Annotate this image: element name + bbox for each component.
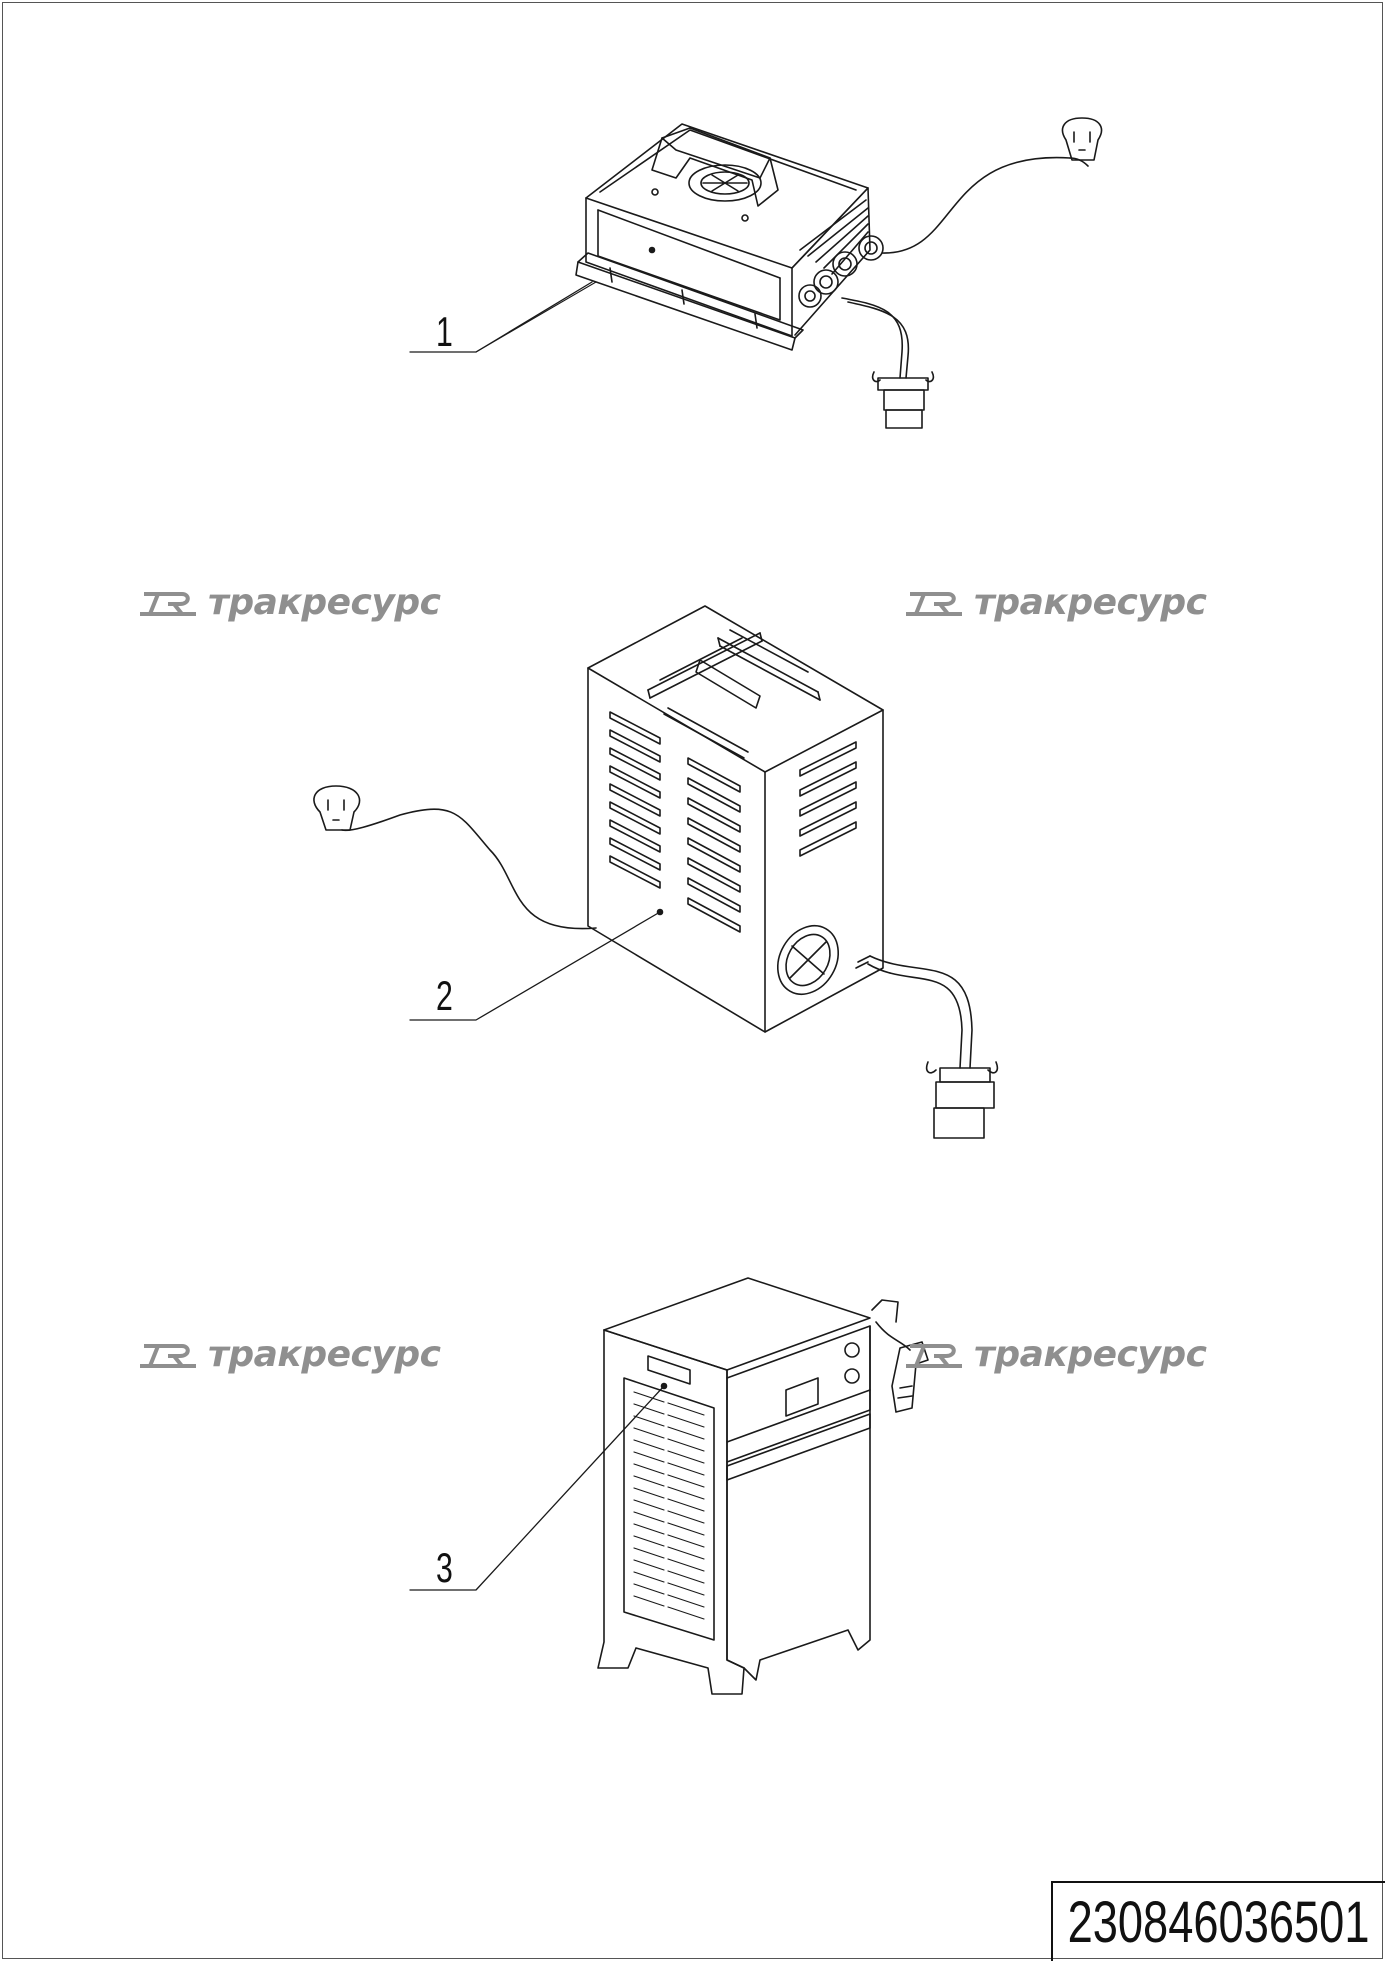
watermark-text: тракресурс: [208, 581, 441, 623]
watermark: тракресурс: [138, 581, 441, 623]
watermark: тракресурс: [138, 1333, 441, 1375]
watermark: тракресурс: [904, 581, 1207, 623]
watermark-text: тракресурс: [208, 1333, 441, 1375]
tr-logo-icon: [140, 1344, 196, 1368]
callout-2: 2: [436, 972, 453, 1019]
watermark-text: тракресурс: [974, 1333, 1207, 1375]
part-number: 230846036501: [1068, 1889, 1370, 1955]
charger-3-drawing: [409, 1277, 929, 1695]
charger-1-drawing: [409, 117, 1103, 429]
front-grille-slots: [633, 1391, 705, 1620]
part-number-box: 230846036501: [1051, 1881, 1385, 1961]
charger-2-drawing: [313, 605, 999, 1139]
left-face-louvres: [609, 711, 741, 933]
tr-logo-icon: [906, 1344, 962, 1368]
tr-logo-icon: [140, 592, 196, 616]
watermark: тракресурс: [904, 1333, 1207, 1375]
tr-logo-icon: [906, 592, 962, 616]
callout-1: 1: [436, 308, 453, 355]
right-face-louvres: [799, 741, 857, 857]
watermark-text: тракресурс: [974, 581, 1207, 623]
callout-3: 3: [436, 1544, 453, 1591]
